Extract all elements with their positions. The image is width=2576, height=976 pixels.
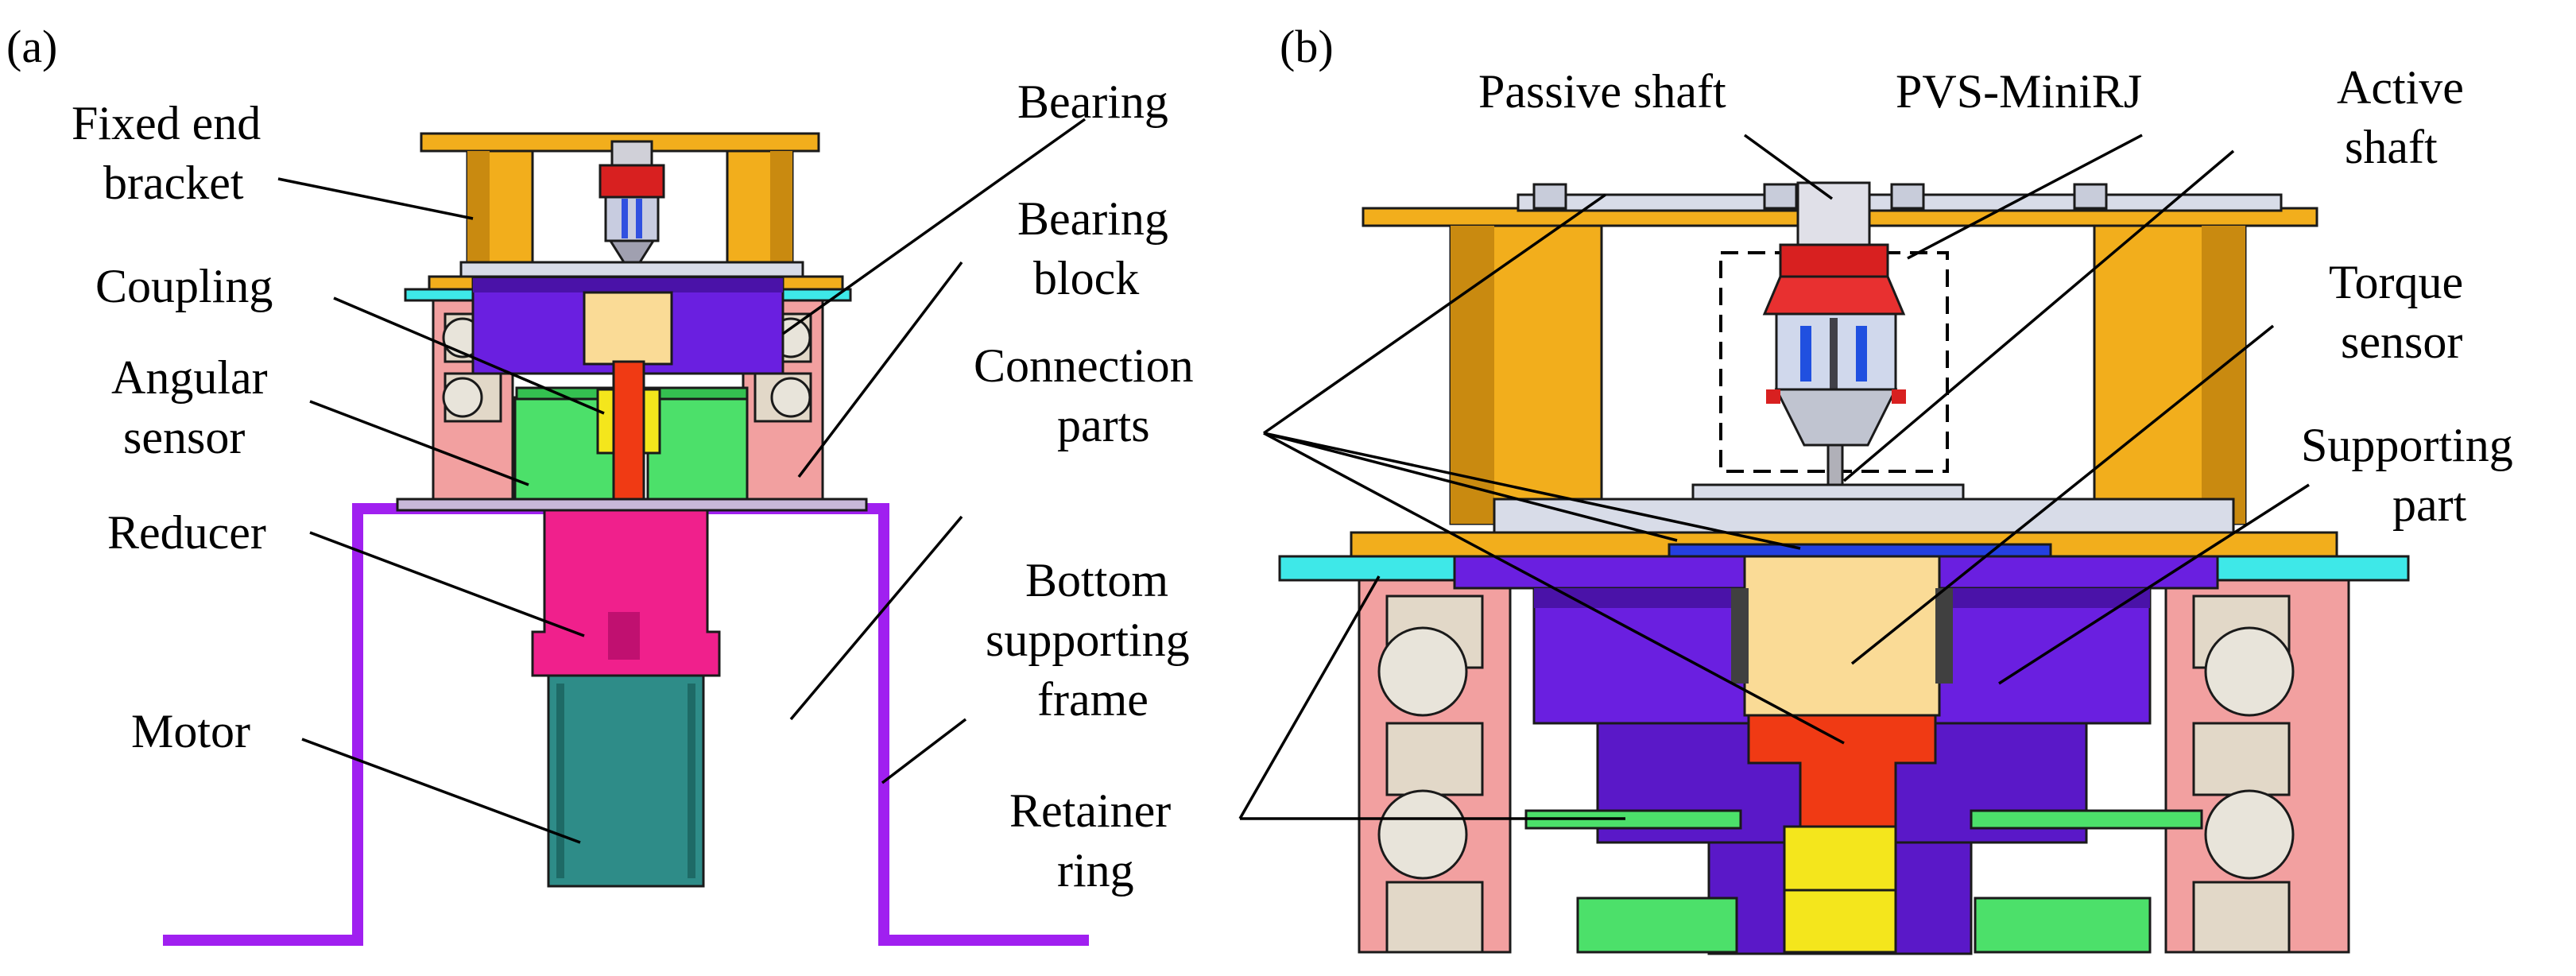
label-passive-shaft: Passive shaft: [1478, 65, 1726, 118]
label-retainer-ring-2: ring: [1057, 844, 1134, 897]
label-torque-sensor-1: Torque: [2329, 256, 2463, 308]
label-bottom-supporting-frame-2: supporting: [986, 614, 1190, 666]
label-connection-parts-2: parts: [1057, 399, 1150, 451]
label-torque-sensor-2: sensor: [2341, 316, 2462, 368]
label-angular-sensor-2: sensor: [123, 411, 245, 463]
label-bearing-block-1: Bearing: [1017, 192, 1168, 245]
label-bearing: Bearing: [1017, 76, 1168, 128]
panel-a-label: (a): [6, 21, 57, 72]
reducer-drawing: [531, 509, 721, 677]
label-retainer-ring-1: Retainer: [1009, 784, 1171, 837]
label-angular-sensor-1: Angular: [111, 351, 268, 404]
label-supporting-part-1: Supporting: [2301, 419, 2513, 471]
label-connection-parts-1: Connection: [974, 339, 1194, 392]
label-coupling: Coupling: [95, 260, 273, 312]
zoom-torque-sensor-drawing: [1731, 555, 1953, 717]
label-active-shaft-2: shaft: [2345, 121, 2438, 173]
motor-drawing: [547, 674, 705, 888]
label-fixed-end-bracket-1: Fixed end: [72, 97, 261, 149]
panel-a-labels: Fixed end bracket Coupling Angular senso…: [72, 76, 1190, 757]
label-supporting-part-2: part: [2392, 478, 2467, 531]
fixed-end-bracket-drawing: [420, 132, 844, 291]
panel-a: (a): [6, 21, 1190, 946]
panel-b: (b): [974, 21, 2513, 955]
label-bottom-supporting-frame-1: Bottom: [1025, 554, 1168, 606]
label-pvs-minirj: PVS-MiniRJ: [1896, 65, 2142, 118]
label-motor: Motor: [131, 705, 250, 757]
zoom-active-shaft-drawing: [1747, 714, 1937, 954]
panel-b-label: (b): [1280, 21, 1334, 72]
pvs-minirj-drawing: [1719, 181, 1949, 486]
panel-b-leaders: [1238, 134, 2310, 820]
label-active-shaft-1: Active: [2337, 61, 2464, 114]
label-fixed-end-bracket-2: bracket: [103, 157, 244, 209]
zoom-retainer-ring-drawing: [1524, 809, 2203, 954]
zoom-bearing-block-drawing: [1358, 579, 2350, 954]
label-reducer: Reducer: [107, 506, 266, 559]
label-bearing-block-2: block: [1033, 252, 1139, 304]
panel-b-labels: Passive shaft PVS-MiniRJ Active shaft To…: [974, 61, 2513, 897]
panel-a-leaders: [277, 118, 1087, 844]
bearing-housing-drawing: [396, 277, 868, 512]
label-bottom-supporting-frame-3: frame: [1037, 673, 1149, 726]
